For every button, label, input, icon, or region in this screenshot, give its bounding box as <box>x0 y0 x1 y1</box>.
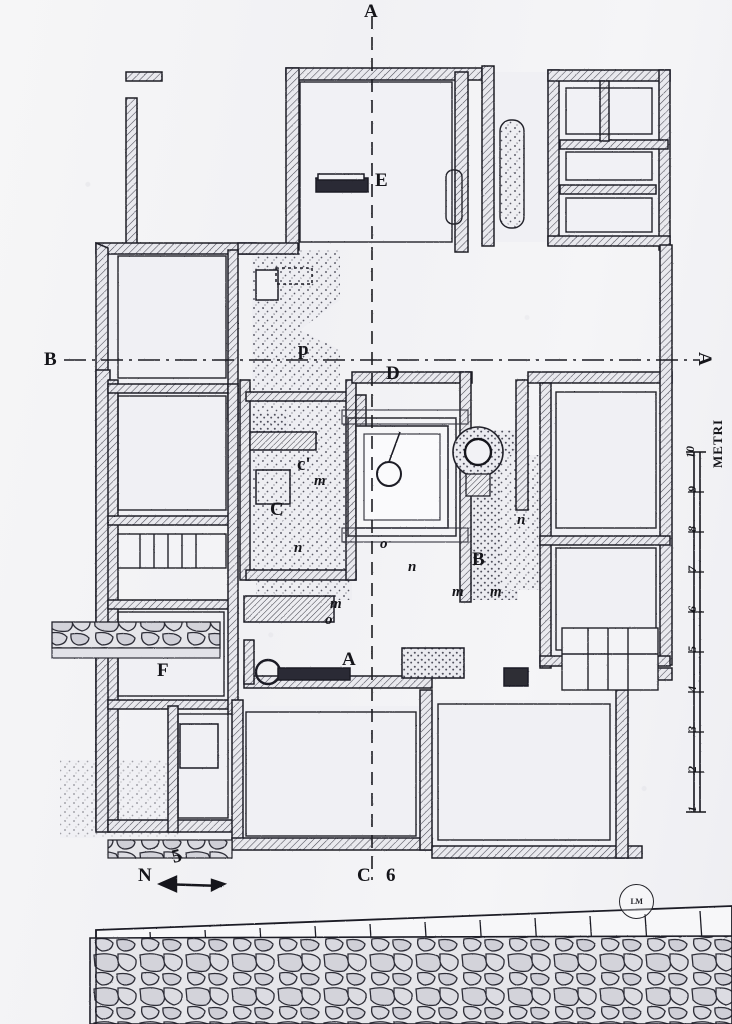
scale-tick-5: 5 <box>685 646 699 652</box>
feature-label-m-1: m <box>314 473 326 489</box>
stairs-right <box>561 627 659 691</box>
feature-label-m-4: m <box>490 584 502 600</box>
scale-tick-2: 2 <box>685 766 699 772</box>
rubble-course-left <box>51 621 221 659</box>
room-label-6: 6 <box>386 865 396 886</box>
feature-label-m-3: m <box>452 584 464 600</box>
signature-stamp: LM <box>619 884 654 919</box>
stairs-left <box>117 533 227 569</box>
room-label-E: E <box>375 170 388 191</box>
north-arrow <box>157 875 228 893</box>
section-label-A-right: A <box>694 352 715 366</box>
puteal <box>452 426 504 497</box>
impluvium <box>341 409 469 543</box>
feature-label-o-1: o <box>325 612 333 628</box>
room-label-C: C <box>270 499 284 520</box>
scale-tick-10: 10 <box>683 446 697 458</box>
room-label-B: B <box>472 549 485 570</box>
room-label-p: p <box>298 339 309 360</box>
feature-label-m-2: m <box>330 596 342 612</box>
scale-bar-graphic <box>686 451 706 813</box>
scale-unit-label: METRI <box>710 418 725 468</box>
feature-label-o-2: o <box>380 536 388 552</box>
section-label-B-left: B <box>44 349 57 370</box>
street-zone <box>89 905 732 1024</box>
scale-tick-4: 4 <box>685 686 699 692</box>
scale-tick-7: 7 <box>685 566 699 572</box>
walls <box>95 65 673 859</box>
room-label-C-bottom: C <box>357 865 371 886</box>
fixtures <box>179 173 529 769</box>
room-label-D: D <box>386 363 400 384</box>
plan-ink <box>51 16 732 1024</box>
room-label-A: A <box>342 649 356 670</box>
scale-tick-8: 8 <box>685 526 699 532</box>
feature-label-n-3: n <box>517 512 526 528</box>
scale-tick-3: 3 <box>685 726 699 732</box>
room-label-F: F <box>157 660 169 681</box>
scale-tick-1: 1 <box>685 806 699 812</box>
room-label-c-prime: c' <box>297 454 311 475</box>
north-arrow-label: N <box>138 865 152 886</box>
scale-tick-9: 9 <box>685 486 699 492</box>
rubble-course-bottom-left <box>107 839 233 859</box>
scale-tick-6: 6 <box>685 606 699 612</box>
feature-label-n-1: n <box>294 540 303 556</box>
feature-label-n-2: n <box>408 559 417 575</box>
room-label-A-top: A <box>364 1 378 22</box>
